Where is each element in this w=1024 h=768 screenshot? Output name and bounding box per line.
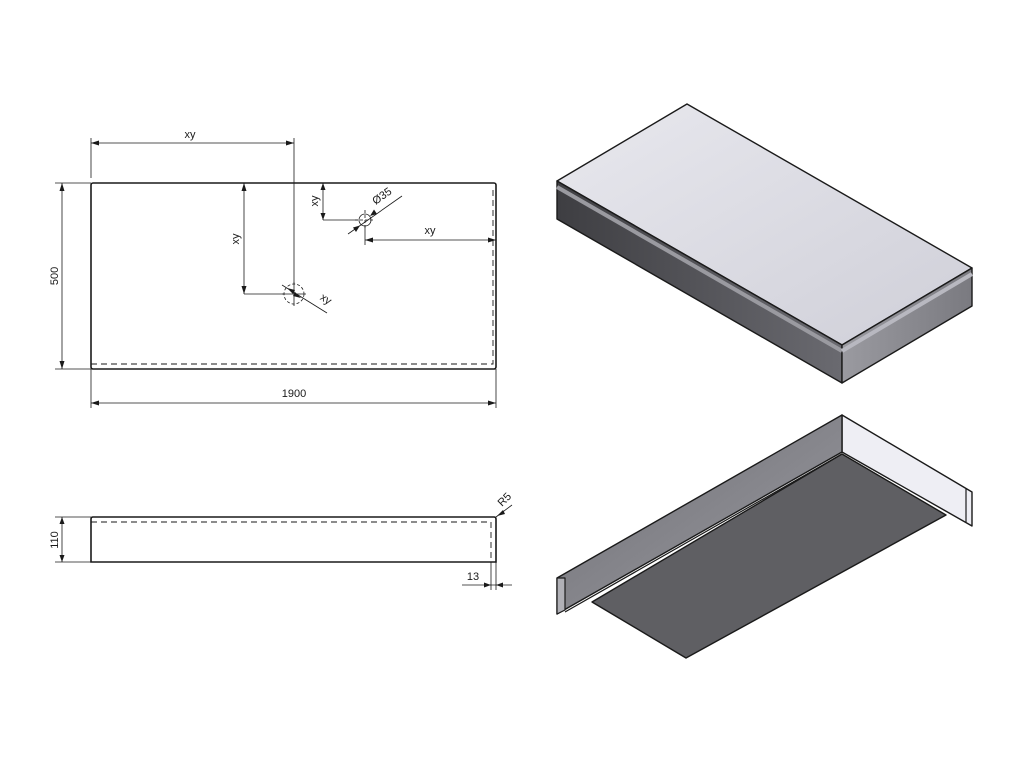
side-profile-outline	[90, 516, 497, 563]
dim-small-hole-diameter: Ø35	[347, 186, 403, 235]
iso-back-wall-edge	[556, 577, 566, 615]
dim-wall-label: 13	[467, 571, 479, 583]
iso-underside-face	[591, 453, 947, 659]
dim-hole-x: xy	[90, 129, 295, 284]
hidden-edge-top-view	[91, 188, 494, 365]
dim-hole-x-label: xy	[185, 129, 197, 141]
iso-inner-crease	[564, 453, 843, 613]
isometric-bottom-view	[556, 414, 973, 659]
side-view: R5 110 13	[49, 491, 514, 590]
dim-hole-y: xy	[230, 183, 284, 295]
slab-outline	[90, 182, 497, 370]
hidden-edge-side-view	[91, 521, 492, 562]
dim-width-label: 1900	[282, 388, 306, 400]
top-view: xy xy xy Ø35	[49, 129, 497, 408]
dim-height: 500	[49, 182, 91, 370]
isometric-top-view	[556, 103, 974, 384]
iso-rounded-edge-highlight-side	[840, 272, 974, 353]
dim-thickness-label: 110	[49, 531, 61, 549]
dim-small-hole-y-label: xy	[309, 195, 321, 207]
dim-small-hole-edge: xy	[364, 225, 496, 245]
dim-small-hole-edge-label: xy	[425, 225, 437, 237]
iso-side-face	[841, 267, 973, 384]
dim-large-hole-diameter: xy	[281, 284, 334, 314]
dim-large-hole-diameter-label: xy	[318, 291, 334, 307]
dim-width: 1900	[90, 369, 497, 408]
dim-small-hole-y: xy	[309, 183, 358, 221]
dim-height-label: 500	[49, 267, 61, 285]
iso-rounded-edge-highlight	[556, 185, 843, 353]
dim-thickness: 110	[49, 516, 91, 563]
dim-hole-y-label: xy	[230, 233, 242, 245]
dim-wall: 13	[462, 562, 512, 590]
dim-radius: R5	[496, 491, 514, 518]
dim-radius-label: R5	[496, 491, 514, 509]
